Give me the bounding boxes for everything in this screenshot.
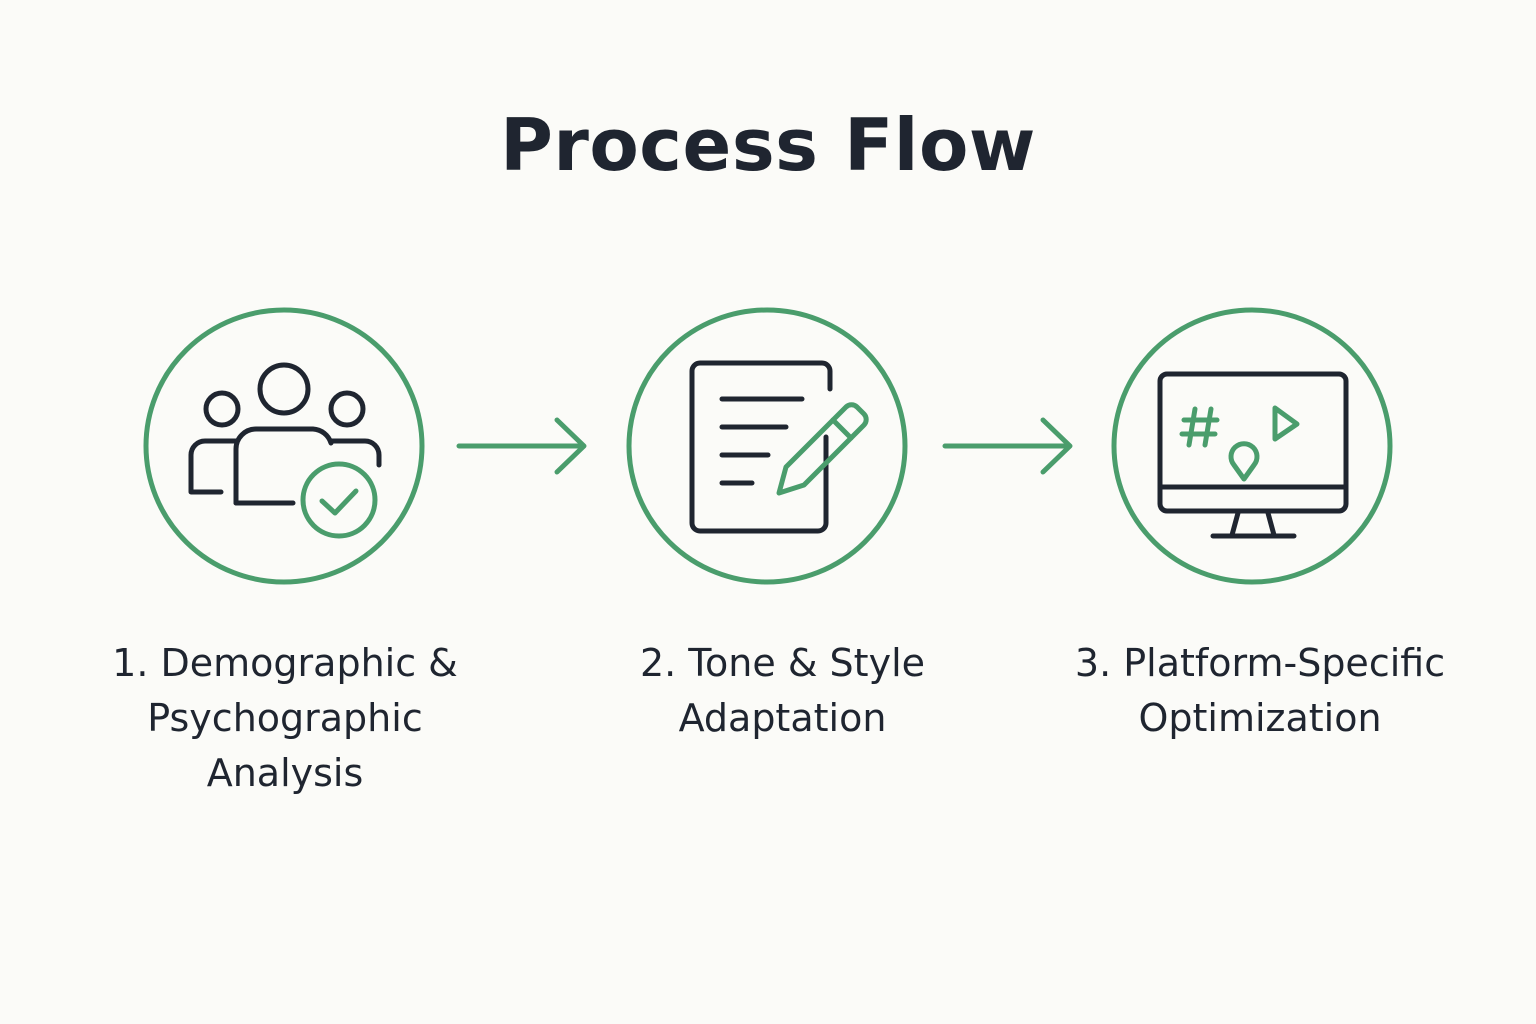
step-1-circle: [143, 307, 425, 585]
people-check-icon: [143, 307, 425, 585]
step-3-label-line-2: Optimization: [1138, 696, 1382, 740]
step-2-label-line-1: 2. Tone & Style: [639, 641, 926, 685]
page-title: Process Flow: [500, 103, 1036, 187]
step-2-label-line-2: Adaptation: [678, 696, 887, 740]
step-2-label: 2. Tone & Style Adaptation: [565, 636, 1000, 746]
step-1-label: 1. Demographic & Psychographic Analysis: [70, 636, 500, 801]
step-3-label: 3. Platform-Specific Optimization: [1020, 636, 1500, 746]
monitor-hashtag-play-icon: [1111, 307, 1393, 585]
arrow-right-icon: [456, 417, 587, 475]
step-1-label-line-3: Analysis: [206, 751, 364, 795]
step-1-label-line-1: 1. Demographic &: [112, 641, 458, 685]
step-1-label-line-2: Psychographic: [147, 696, 423, 740]
step-2-circle: [626, 307, 908, 585]
step-3-label-line-1: 3. Platform-Specific: [1074, 641, 1446, 685]
arrow-right-icon: [942, 417, 1073, 475]
document-pencil-icon: [626, 307, 908, 585]
step-3-circle: [1111, 307, 1393, 585]
flow-arrow-1: [455, 412, 595, 482]
flow-arrow-2: [941, 412, 1081, 482]
